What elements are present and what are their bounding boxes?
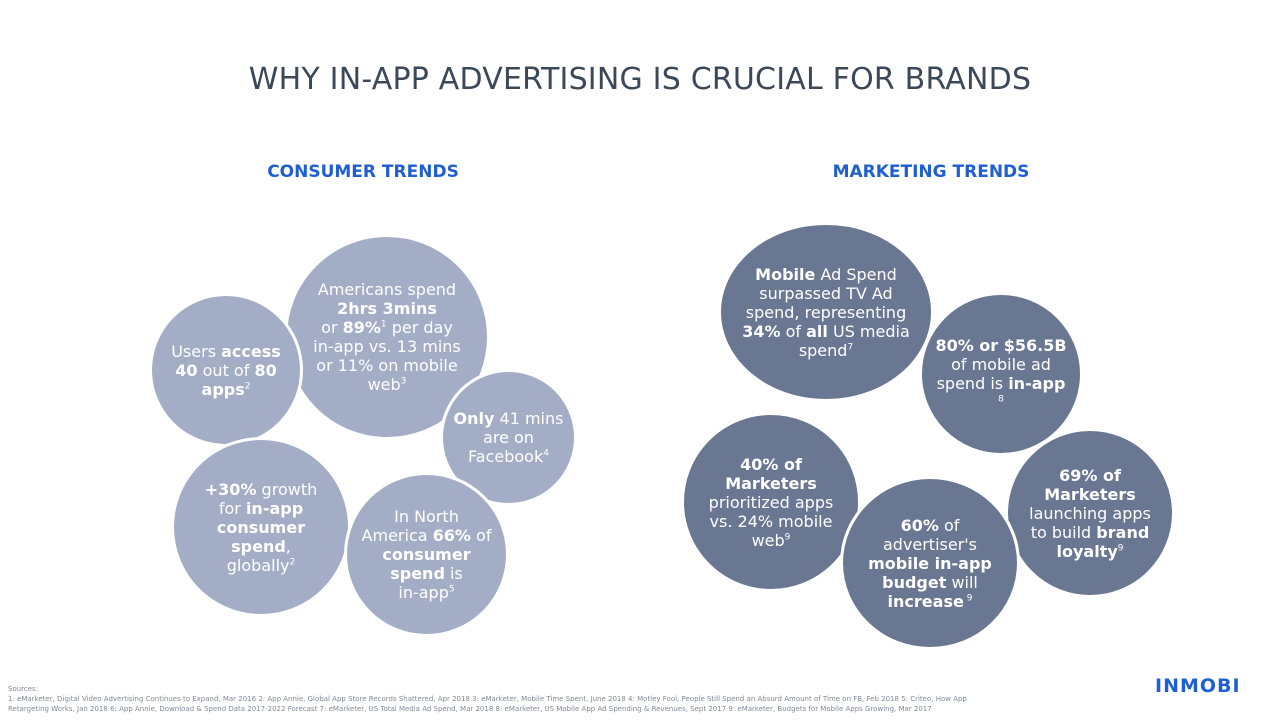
footnote-ref: 5 <box>448 584 455 595</box>
sources-footnote: Sources: 1: eMarketer, Digital Video Adv… <box>8 684 1068 714</box>
bubble-text: per day <box>386 318 453 337</box>
footnote-ref: 2 <box>244 381 251 392</box>
bubble-text: spend is <box>936 374 1009 393</box>
bubble-text-bold: in-app <box>245 498 304 518</box>
bubble-text: America <box>361 526 433 545</box>
footnote-ref: 9 <box>963 593 973 604</box>
bubble-text-bold: all <box>806 321 828 341</box>
bubble-text-bold: access <box>221 341 281 361</box>
bubble-text-bold: in-app <box>1008 374 1066 393</box>
bubble-text: Facebook <box>468 447 544 466</box>
bubble-text-bold: 40 <box>175 360 198 380</box>
bubble-text-bold: consumer <box>382 545 471 564</box>
bubble-text-bold: Mobile <box>755 264 816 284</box>
footnote-ref: 4 <box>543 448 549 459</box>
bubble-text-bold: 60% <box>900 515 939 535</box>
bubble-text-bold: 69% of <box>1059 465 1121 485</box>
bubble-text: web <box>751 530 785 550</box>
consumer-bubble-north-america: In North America 66% of consumer spend i… <box>344 472 509 637</box>
bubble-text-bold: loyalty <box>1056 541 1118 561</box>
bubble-text: web <box>367 375 401 394</box>
consumer-bubble-growth: +30% growth for in-app consumer spend, g… <box>171 437 351 617</box>
marketing-bubble-mobile-ad-spend: Mobile Ad Spend surpassed TV Ad spend, r… <box>718 222 934 402</box>
consumer-bubble-facebook: Only 41 mins are on Facebook4 <box>440 369 577 506</box>
bubble-text: 41 mins <box>494 409 564 428</box>
bubble-text: globally <box>226 555 290 575</box>
marketing-bubble-budget-increase: 60% of advertiser's mobile in-app budget… <box>840 476 1020 650</box>
bubble-text: advertiser's <box>882 534 978 554</box>
footnote-ref: 1 <box>380 319 387 330</box>
bubble-text-bold: 80 <box>254 360 277 380</box>
footnote-ref: 9 <box>784 532 791 543</box>
bubble-text-bold: 89% <box>342 318 381 337</box>
bubble-text-bold: 34% <box>742 321 781 341</box>
bubble-text-bold: mobile in-app <box>868 553 992 573</box>
marketing-bubble-prioritized-apps: 40% of Marketers prioritized apps vs. 24… <box>681 412 861 592</box>
consumer-bubble-americans-spend: Americans spend 2hrs 3mins or 89%1 per d… <box>284 234 490 440</box>
marketing-bubble-in-app-share: 80% or $56.5B of mobile ad spend is in-a… <box>919 292 1083 456</box>
bubble-text: growth <box>256 479 318 499</box>
bubble-text: Ad Spend <box>815 264 897 284</box>
bubble-text: prioritized apps <box>708 492 834 512</box>
bubble-text: spend, representing <box>745 302 907 322</box>
sources-line: 1: eMarketer, Digital Video Advertising … <box>8 695 967 703</box>
footnote-ref: 7 <box>847 342 854 353</box>
bubble-text-bold: Marketers <box>725 473 817 493</box>
bubble-text: of <box>938 515 960 535</box>
bubble-text-bold: 2hrs 3mins <box>337 299 437 318</box>
bubble-text-bold: Only <box>453 409 495 428</box>
bubble-text: or 11% on mobile <box>316 356 458 375</box>
bubble-text: will <box>946 572 978 592</box>
bubble-text-bold: consumer <box>216 517 306 537</box>
bubble-text: or <box>321 318 343 337</box>
inmobi-logo: INMOBI <box>1155 675 1241 697</box>
sources-label: Sources: <box>8 685 39 693</box>
bubble-text: vs. 24% mobile <box>709 511 833 531</box>
marketing-trends-heading: MARKETING TRENDS <box>832 162 1030 182</box>
bubble-text: surpassed TV Ad <box>759 283 893 303</box>
bubble-text-bold: budget <box>882 572 947 592</box>
bubble-text: in-app <box>398 583 449 602</box>
bubble-text-bold: 80% or $56.5B <box>935 336 1067 355</box>
consumer-bubble-users-access: Users access 40 out of 80 apps2 <box>149 293 303 447</box>
sources-line: Retargeting Works, Jan 2018 6: App Annie… <box>8 705 932 713</box>
bubble-text: in-app vs. 13 mins <box>313 337 461 356</box>
bubble-text-bold: brand <box>1096 522 1150 542</box>
bubble-text: Americans spend <box>317 280 457 299</box>
bubble-text: In North <box>394 507 459 526</box>
bubble-text: Users <box>171 341 222 361</box>
page-title: WHY IN-APP ADVERTISING IS CRUCIAL FOR BR… <box>248 62 1032 97</box>
footnote-ref: 9 <box>1117 543 1124 554</box>
footnote-ref: 3 <box>400 376 407 387</box>
bubble-text: launching apps <box>1029 503 1151 523</box>
bubble-text-bold: Marketers <box>1044 484 1136 504</box>
bubble-text: are on <box>483 428 534 447</box>
bubble-text: is <box>444 564 463 583</box>
bubble-text: for <box>218 498 246 518</box>
bubble-text: of <box>780 321 807 341</box>
bubble-text-bold: increase <box>887 591 964 611</box>
bubble-text: of <box>470 526 492 545</box>
footnote-ref: 2 <box>289 557 296 568</box>
bubble-text-bold: 40% of <box>740 454 802 474</box>
bubble-text-bold: spend <box>231 536 286 556</box>
bubble-text: out of <box>197 360 255 380</box>
bubble-text: US media <box>827 321 910 341</box>
marketing-bubble-brand-loyalty: 69% of Marketers launching apps to build… <box>1005 428 1175 598</box>
bubble-text-bold: apps <box>201 379 245 399</box>
bubble-text: to build <box>1030 522 1097 542</box>
bubble-text: , <box>285 536 291 556</box>
bubble-text-bold: 66% <box>432 526 471 545</box>
bubble-text-bold: +30% <box>204 479 257 499</box>
bubble-text-bold: spend <box>390 564 445 583</box>
consumer-trends-heading: CONSUMER TRENDS <box>267 162 459 182</box>
bubble-text: spend <box>798 340 848 360</box>
bubble-text: of mobile ad <box>951 355 1051 374</box>
footnote-ref: 8 <box>998 394 1004 405</box>
